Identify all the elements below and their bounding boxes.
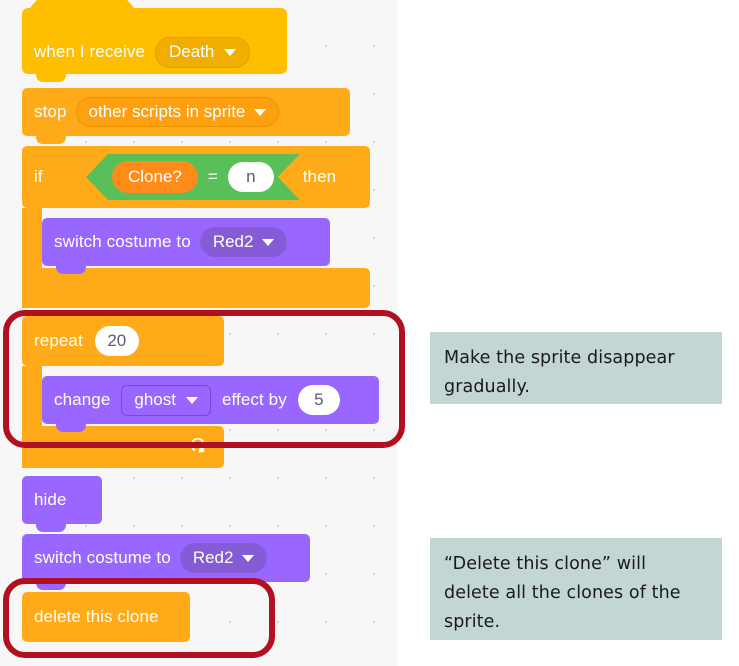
hide-label: hide [34,490,67,509]
note-delete-clone-line-1: “Delete this clone” will [444,554,647,574]
if-label: if [34,167,43,186]
block-stop[interactable]: stop other scripts in sprite [22,88,350,144]
chevron-down-icon [262,238,275,246]
repeat-label: repeat [34,331,83,350]
switch-costume-2-bottom-notch [36,581,66,590]
block-change-effect[interactable]: change ghost effect by 5 [42,376,379,432]
switch-costume-1-dropdown-value: Red2 [212,232,254,251]
chevron-down-icon [185,396,198,404]
equals-right-value: n [246,167,256,186]
variable-clone-reporter[interactable]: Clone? [112,161,198,193]
hide-bottom-notch [36,523,66,532]
note-delete-clone: “Delete this clone” will delete all the … [430,538,722,640]
when-i-receive-dropdown-value: Death [169,42,215,61]
change-effect-dropdown-value: ghost [134,390,176,409]
chevron-down-icon [224,48,237,56]
switch-costume-1-label: switch costume to [54,232,191,251]
stop-dropdown[interactable]: other scripts in sprite [75,97,280,127]
switch-costume-1-bottom-notch [56,265,86,274]
block-equals-operator[interactable]: Clone? = n [86,154,300,200]
stop-dropdown-value: other scripts in sprite [88,102,246,121]
note-gradual-disappear-line-1: Make the sprite disappear [444,348,675,368]
repeat-times-value: 20 [107,331,127,350]
hat-bottom-notch [36,73,66,82]
then-label: then [302,167,337,186]
note-delete-clone-line-2: delete all the clones of the [444,583,681,603]
loop-arrow-icon [190,437,205,453]
if-block-left-wall [22,208,42,270]
blocks-workspace[interactable]: when I receive Death stop other scripts … [0,0,398,666]
chevron-down-icon [242,554,255,562]
stop-bottom-notch [36,135,66,144]
highlight-delete-clone [3,578,275,658]
equals-sign: = [207,167,218,186]
repeat-times-input[interactable]: 20 [94,326,139,356]
variable-clone-label: Clone? [128,167,182,186]
block-delete-this-clone[interactable]: delete this clone [22,592,190,642]
when-i-receive-label: when I receive [34,42,146,61]
change-effect-amount-input[interactable]: 5 [297,385,340,415]
change-effect-label-mid: effect by [221,390,287,409]
block-hide[interactable]: hide [22,476,102,532]
change-effect-label-start: change [54,390,111,409]
block-switch-costume-2[interactable]: switch costume to Red2 [22,534,310,590]
stop-label: stop [34,102,67,121]
switch-costume-1-dropdown[interactable]: Red2 [199,227,288,257]
block-when-i-receive[interactable]: when I receive Death [22,0,287,82]
switch-costume-2-dropdown[interactable]: Red2 [179,543,268,573]
change-effect-amount-value: 5 [314,390,324,409]
equals-right-input[interactable]: n [228,162,274,192]
repeat-block-left-wall [22,366,42,428]
change-effect-bottom-notch [56,423,86,432]
note-gradual-disappear-line-2: gradually. [444,377,531,397]
when-i-receive-dropdown[interactable]: Death [155,36,251,68]
change-effect-dropdown[interactable]: ghost [121,384,211,416]
block-repeat-header[interactable]: repeat 20 [22,316,224,366]
highlight-repeat-loop [3,310,405,448]
note-delete-clone-line-3: sprite. [444,612,501,632]
if-block-closing-bar [22,268,370,308]
switch-costume-2-label: switch costume to [34,548,171,567]
note-gradual-disappear: Make the sprite disappear gradually. [430,332,722,404]
switch-costume-2-dropdown-value: Red2 [192,548,234,567]
delete-this-clone-label: delete this clone [34,607,159,626]
block-switch-costume-1[interactable]: switch costume to Red2 [42,218,330,274]
hat-dome [22,0,142,34]
chevron-down-icon [254,108,267,116]
